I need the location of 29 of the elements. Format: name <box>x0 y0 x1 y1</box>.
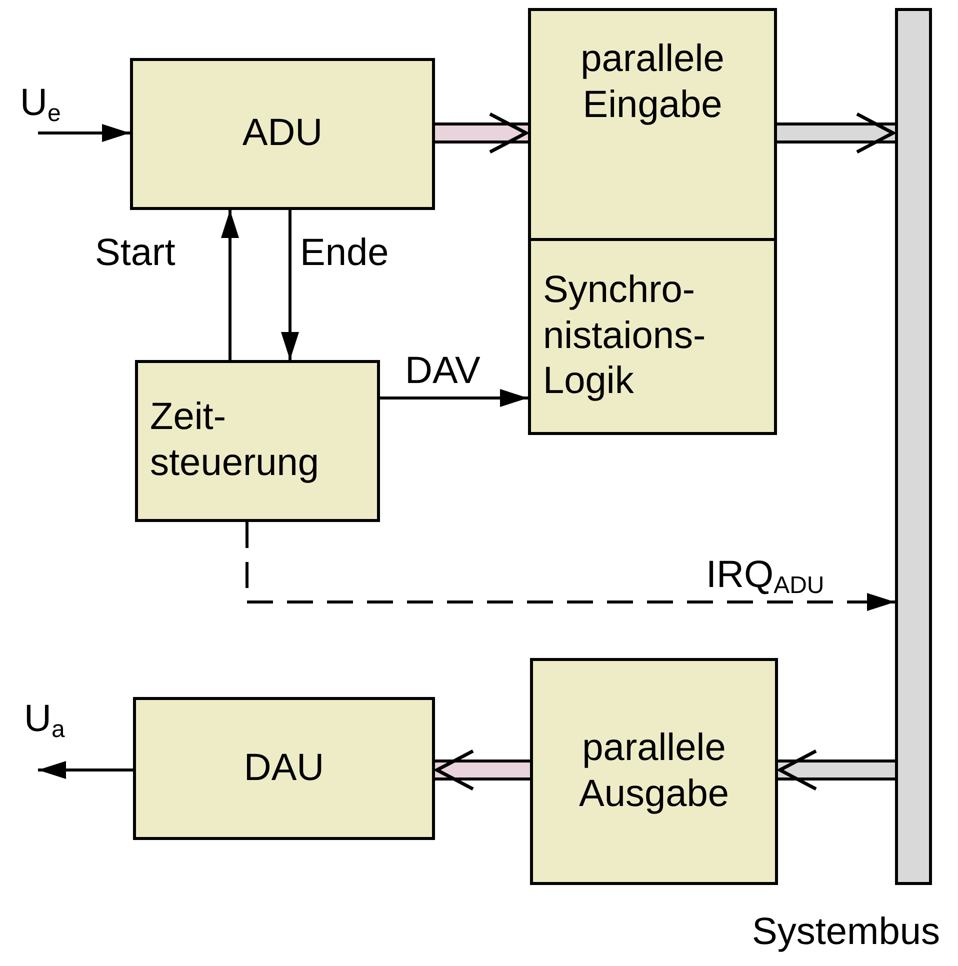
edge-label: Start <box>95 234 176 272</box>
bus-label: Systembus <box>752 913 940 951</box>
block-title: ADU <box>242 111 323 156</box>
bus-arrow <box>778 749 895 791</box>
edge-label: U$_{a}$ <box>24 700 65 742</box>
edge-label: DAV <box>405 352 480 390</box>
arrow <box>38 124 130 142</box>
block-box <box>530 658 778 885</box>
arrow <box>380 389 528 407</box>
block-title: parallele Ausgabe <box>578 726 730 816</box>
bus-arrow <box>435 112 528 154</box>
arrow <box>221 210 239 360</box>
block-box <box>133 697 435 840</box>
edge-label: U$_{e}$ <box>20 84 61 126</box>
edge-label: IRQ$_{ADU}$ <box>706 556 824 598</box>
arrow <box>281 210 299 360</box>
block-text: Synchro- nistaions- Logik <box>543 268 707 404</box>
edge-label: Ende <box>300 234 389 272</box>
bus-arrow <box>435 749 530 791</box>
system-bus-bar <box>895 8 932 885</box>
interface-box <box>528 8 777 435</box>
block-box <box>130 58 435 210</box>
arrow <box>38 761 133 779</box>
block-title: parallele Eingabe <box>580 37 726 128</box>
block-title: DAU <box>244 746 324 791</box>
bus-arrow <box>777 112 895 154</box>
block-box <box>135 360 380 522</box>
block-title: Zeit- steuerung <box>150 395 320 486</box>
arrow <box>246 522 895 611</box>
